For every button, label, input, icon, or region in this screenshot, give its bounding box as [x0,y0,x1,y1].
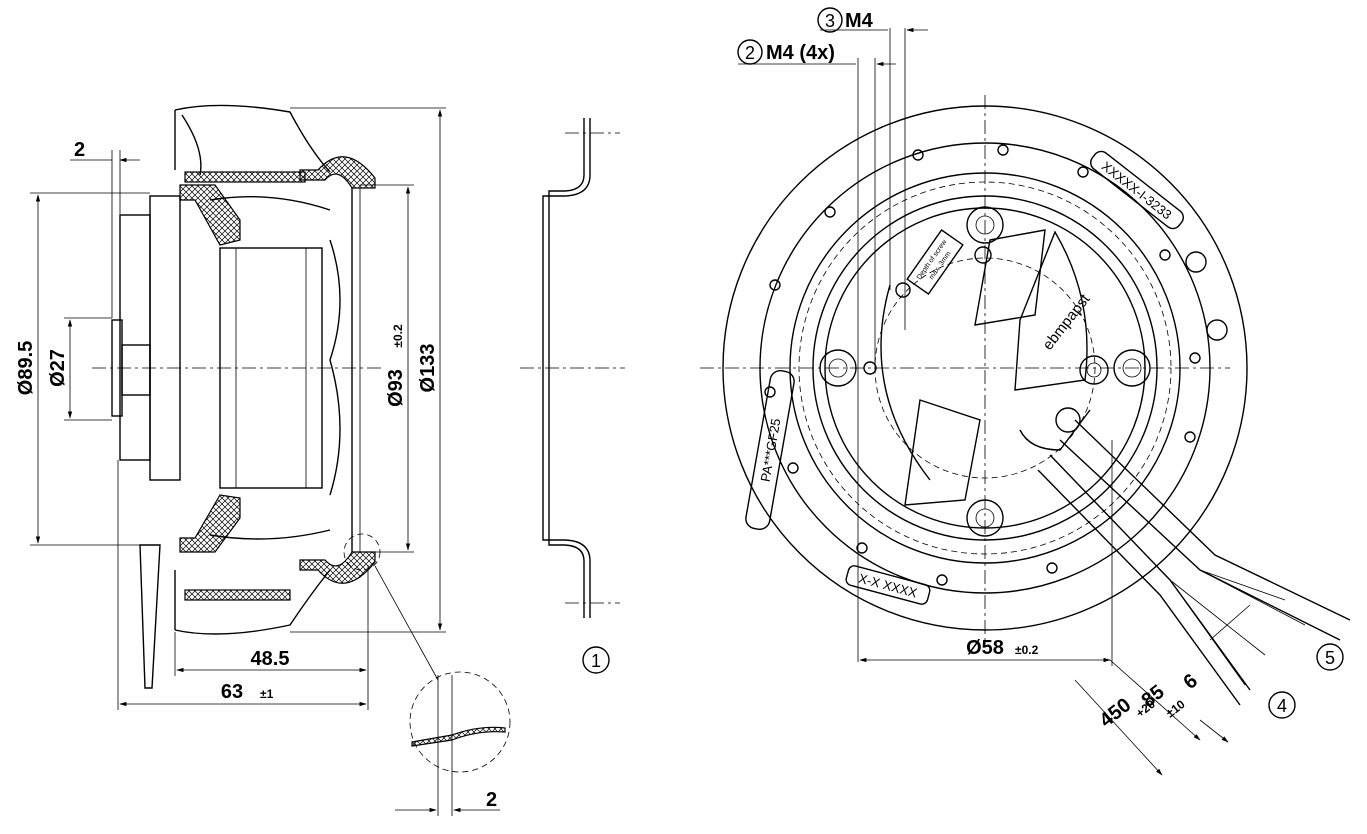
label-m4-4x: M4 (4x) [766,42,835,64]
dim-27: Ø27 [47,349,69,387]
callout-4: 4 [1277,696,1287,716]
dim-6: 6 [1180,670,1202,694]
callout-3: 3 [825,11,835,31]
dim-58-tolerance: ±0.2 [1015,643,1039,657]
front-view: XXXXX-I-3233 PA***GF25 X-X XXXX ebmpapst… [700,7,1351,776]
dim-63-tolerance: ±1 [260,687,274,701]
dim-48-5: 48.5 [251,648,290,670]
detail-dim-2: 2 [486,789,497,811]
detail-view: 2 [395,671,511,816]
dim-63: 63 [221,681,243,703]
callout-2: 2 [745,43,755,63]
dim-58: Ø58 [966,637,1004,659]
dim-93-tolerance: ±0.2 [391,324,405,348]
inlet-ring-view: 1 [520,118,625,674]
callout-1: 1 [591,651,601,671]
part-number-marking: XXXXX-I-3233 [1099,158,1175,222]
mounting-tabs [764,144,1201,586]
side-section-view: 2 Ø89.5 Ø27 Ø93 ±0.2 Ø133 48.5 63 ±1 [15,104,511,816]
label-m4: M4 [845,10,874,32]
dim-450: 450 [1096,694,1136,732]
callout-5: 5 [1325,648,1335,668]
dim-89-5: Ø89.5 [15,341,37,395]
dim-85-tolerance: ±10 [1163,697,1188,721]
dim-2-top: 2 [74,139,85,161]
dim-133: Ø133 [417,344,439,393]
dim-93: Ø93 [385,369,407,407]
